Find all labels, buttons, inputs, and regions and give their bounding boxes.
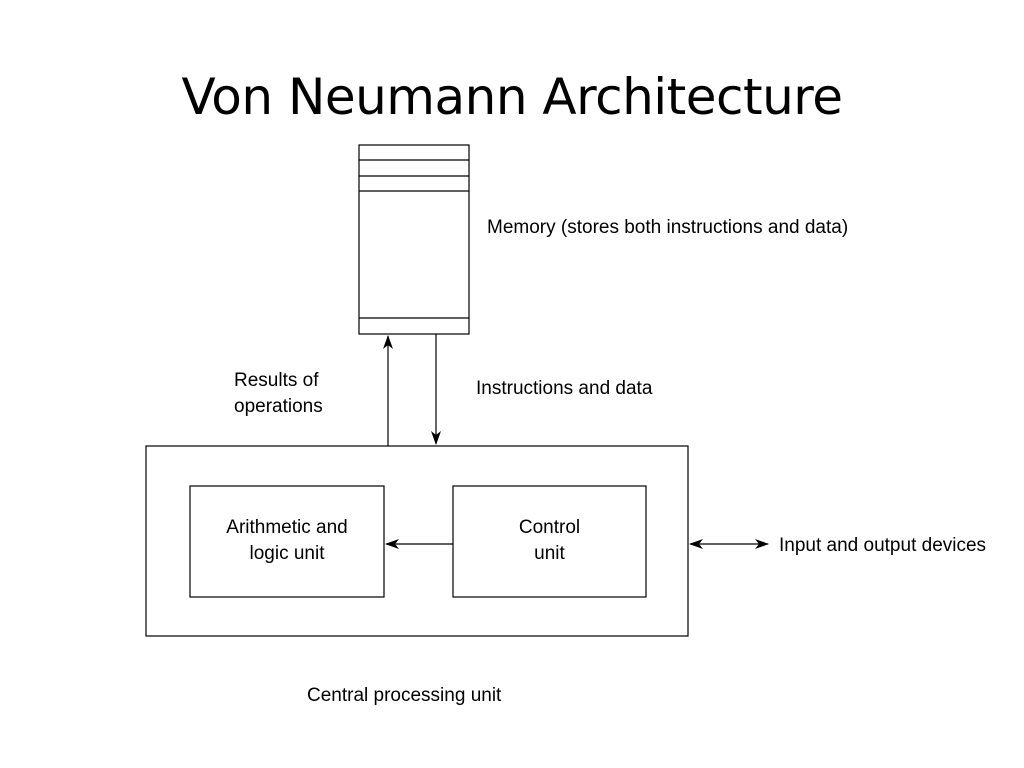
alu-label: Arithmetic and logic unit bbox=[226, 517, 348, 564]
slide-title: Von Neumann Architecture bbox=[181, 68, 843, 126]
memory-label: Memory (stores both instructions and dat… bbox=[487, 217, 849, 238]
memory-block bbox=[358, 144, 470, 335]
instructions-label: Instructions and data bbox=[476, 378, 653, 399]
io-devices-label: Input and output devices bbox=[779, 535, 987, 556]
control-unit-box bbox=[452, 485, 647, 598]
cpu-box bbox=[145, 445, 689, 637]
cpu-label: Central processing unit bbox=[307, 685, 502, 706]
control-unit-label: Control unit bbox=[518, 517, 581, 564]
alu-box bbox=[189, 485, 385, 598]
results-label: Results of operations bbox=[234, 370, 323, 417]
